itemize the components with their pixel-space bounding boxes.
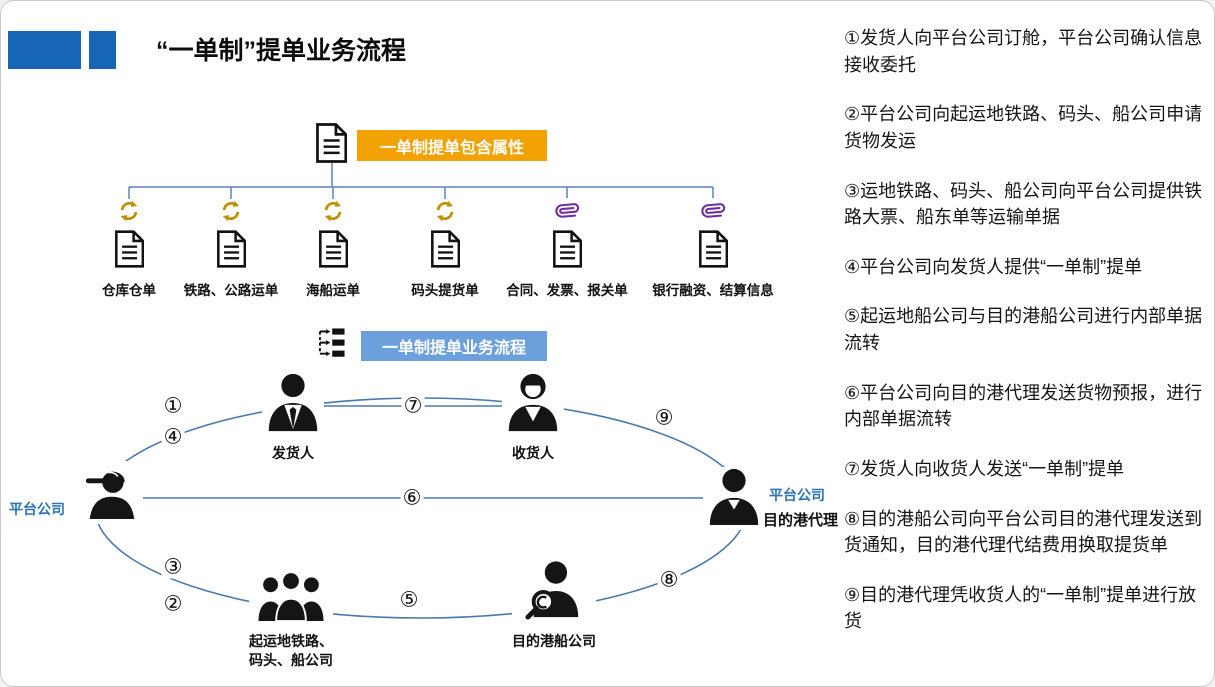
sync-icon (118, 197, 140, 224)
page-title: “一单制”提单业务流程 (156, 37, 407, 65)
step-item: ④平台公司向发货人提供“一单制”提单 (844, 256, 1143, 277)
step-marker-6: ⑥ (400, 486, 424, 510)
step-item: ③运地铁路、码头、船公司向平台公司提供铁路大票、船东单等运输单据 (844, 180, 1203, 228)
actor-label: 目的港船公司 (512, 633, 596, 649)
step-item: ⑥平台公司向目的港代理发送货物预报，进行内部单据流转 (844, 382, 1203, 430)
actor-dest-ship-company: 目的港船公司 (512, 559, 596, 651)
step-marker-4: ④ (161, 425, 185, 449)
step-item: ⑤起运地船公司与目的港船公司进行内部单据流转 (844, 306, 1203, 353)
actor-label: 发货人 (272, 445, 314, 461)
actor-platform-company (79, 461, 143, 524)
paperclip-icon (700, 197, 725, 224)
origin-group-line1: 起运地铁路、 (249, 633, 333, 649)
sync-icon (434, 197, 456, 224)
step-marker-9: ⑨ (652, 406, 676, 430)
sync-icon (322, 197, 344, 224)
attribute-label: 合同、发票、报关单 (506, 283, 628, 298)
attribute-label: 海船运单 (306, 283, 360, 298)
logo-bar (89, 31, 116, 69)
step-marker-2: ② (161, 592, 185, 616)
attribute-label: 仓库仓单 (102, 283, 156, 298)
attribute-item: 仓库仓单 (64, 197, 194, 299)
step-item: ⑨目的港代理凭收货人的“一单制”提单进行放货 (844, 584, 1197, 632)
step-marker-7: ⑦ (401, 394, 425, 418)
attribute-label: 码头提货单 (411, 283, 479, 298)
attribute-item: 合同、发票、报关单 (502, 197, 632, 299)
actor-consignee: 收货人 (502, 371, 564, 463)
platform-company-label: 平台公司 (9, 501, 65, 517)
step-item: ⑦发货人向收货人发送“一单制”提单 (844, 458, 1125, 479)
attribute-label: 铁路、公路运单 (183, 283, 279, 298)
actor-label: 收货人 (512, 445, 554, 461)
actor-dest-agent (703, 467, 765, 530)
actor-origin-group: 起运地铁路、码头、船公司 (249, 569, 333, 670)
attribute-label: 银行融资、结算信息 (652, 283, 774, 298)
platform-company-label-right: 平台公司 (769, 487, 825, 503)
document-icon (216, 230, 247, 268)
document-icon (315, 123, 348, 163)
step-marker-5: ⑤ (397, 588, 421, 612)
step-marker-8: ⑧ (657, 568, 681, 592)
attribute-item: 银行融资、结算信息 (648, 197, 778, 299)
step-item: ①发货人向平台公司订舱，平台公司确认信息接收委托 (844, 28, 1203, 75)
document-icon (552, 230, 583, 268)
origin-group-line2: 码头、船公司 (249, 652, 333, 668)
step-item: ②平台公司向起运地铁路、码头、船公司申请货物发运 (844, 104, 1203, 151)
attribute-item: 铁路、公路运单 (166, 197, 296, 299)
people-group-icon (251, 569, 331, 626)
attribute-item: 海船运单 (268, 197, 398, 299)
agent-icon (703, 467, 765, 530)
document-icon (430, 230, 461, 268)
sync-icon (220, 197, 242, 224)
step-marker-3: ③ (161, 555, 185, 579)
dest-agent-label: 目的港代理 (763, 512, 839, 529)
document-icon (698, 230, 729, 268)
consignee-icon (502, 371, 564, 438)
workflow-icon (315, 326, 347, 358)
shipper-icon (262, 371, 324, 438)
logo-bar (8, 31, 81, 69)
step-marker-1: ① (161, 394, 185, 418)
actor-shipper: 发货人 (262, 371, 324, 463)
document-icon (114, 230, 145, 268)
attributes-banner: 一单制提单包含属性 (357, 130, 547, 161)
steps-panel: ①发货人向平台公司订舱，平台公司确认信息接收委托 ②平台公司向起运地铁路、码头、… (844, 25, 1208, 658)
magnifier-person-icon (522, 559, 586, 626)
attribute-item: 码头提货单 (380, 197, 510, 299)
paperclip-icon (554, 197, 579, 224)
document-icon (318, 230, 349, 268)
actor-label: 起运地铁路、码头、船公司 (249, 632, 333, 670)
step-item: ⑧目的港船公司向平台公司目的港代理发送到货通知，目的港代理代结费用换取提货单 (844, 508, 1203, 556)
worker-cap-icon (79, 461, 143, 524)
flow-banner: 一单制提单业务流程 (361, 331, 547, 361)
